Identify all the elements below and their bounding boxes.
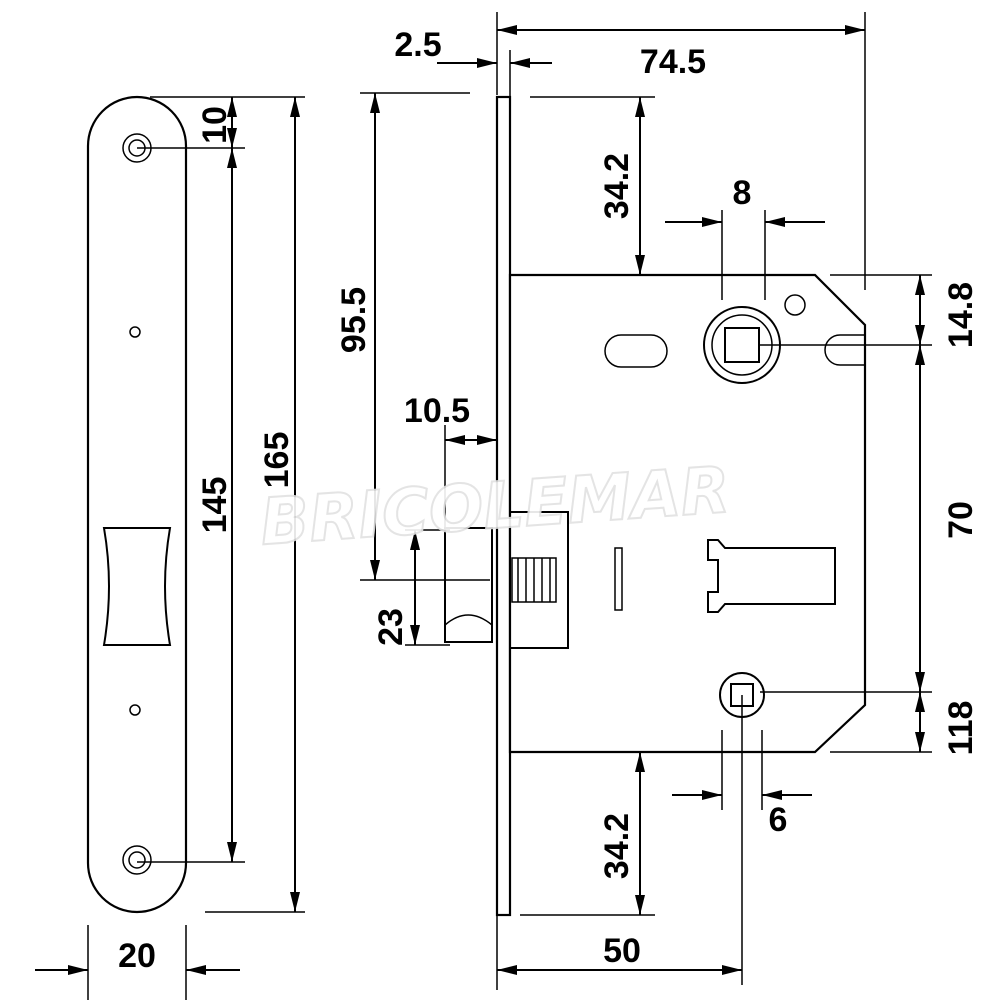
dim-body-to-bottom: 34.2 xyxy=(598,813,636,879)
dim-total-depth: 74.5 xyxy=(640,43,706,81)
lock-body xyxy=(444,95,867,917)
dim-strike-width: 20 xyxy=(118,937,156,975)
dim-cylinder-to-body: 118 xyxy=(942,701,980,756)
latch-spring xyxy=(511,557,557,603)
strike-plate xyxy=(86,95,188,914)
dim-follower-square: 8 xyxy=(733,174,752,212)
dim-strike-top-hole: 10 xyxy=(196,106,234,144)
dim-strike-length: 165 xyxy=(258,432,296,489)
dim-backset: 50 xyxy=(603,932,641,970)
dim-top-to-latch: 95.5 xyxy=(335,287,373,353)
dim-body-to-follower: 14.8 xyxy=(942,282,980,348)
lock-dimensions xyxy=(360,12,932,990)
dim-strike-hole-spacing: 145 xyxy=(196,477,234,534)
strike-dimensions xyxy=(35,96,305,1000)
dim-top-to-body: 34.2 xyxy=(598,153,636,219)
dim-faceplate-thickness: 2.5 xyxy=(394,26,441,64)
dim-follower-to-cylinder: 70 xyxy=(942,501,980,539)
dim-latch-height: 23 xyxy=(372,608,410,646)
dim-latch-projection: 10.5 xyxy=(404,392,470,430)
dim-cylinder-square: 6 xyxy=(769,801,788,839)
